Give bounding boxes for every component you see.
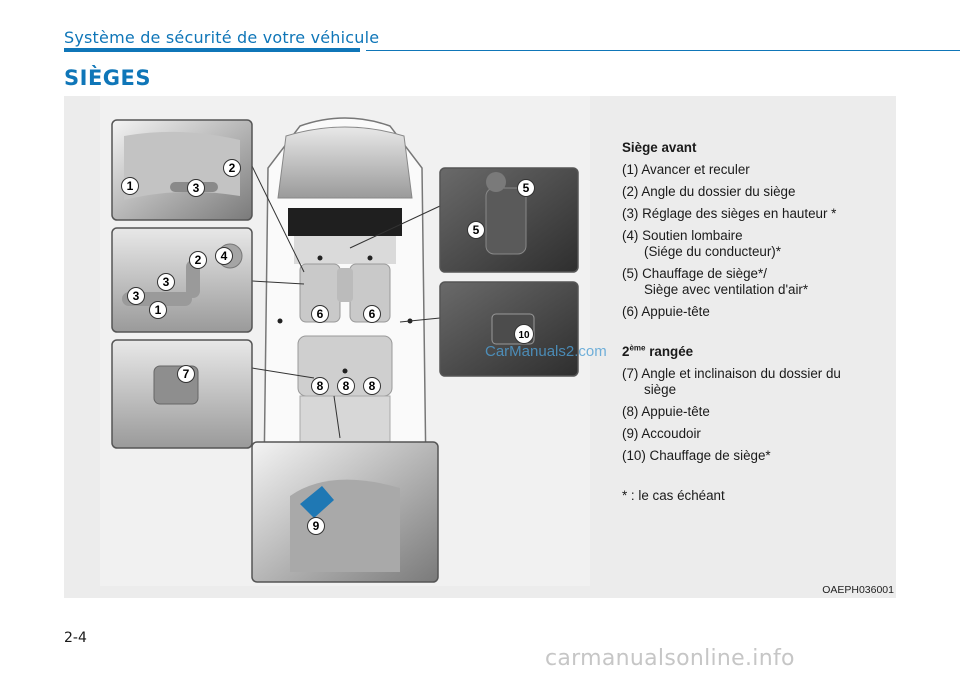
inset-rear-armrest — [251, 441, 439, 583]
callout-3: 3 — [187, 179, 205, 197]
svg-text:2: 2 — [229, 161, 236, 175]
svg-text:5: 5 — [523, 181, 530, 195]
watermark-inline: CarManuals2.com — [485, 343, 607, 360]
inset-rear-seat-control — [111, 339, 253, 449]
svg-text:8: 8 — [343, 379, 350, 393]
front-seat-heading: Siège avant — [622, 140, 697, 155]
svg-text:7: 7 — [183, 367, 190, 381]
section-rule-thin — [366, 50, 960, 51]
image-code: OAEPH036001 — [822, 584, 894, 596]
callout-8-right: 8 — [363, 377, 381, 395]
callout-1b: 1 — [149, 301, 167, 319]
caption-item-4-line2: (Siége du conducteur)* — [644, 244, 781, 259]
callout-7: 7 — [177, 365, 195, 383]
caption-item-8: (8) Appuie-tête — [622, 404, 710, 419]
caption-item-4-line1: (4) Soutien lombaire — [622, 228, 743, 243]
svg-text:5: 5 — [473, 223, 480, 237]
callout-8-center: 8 — [337, 377, 355, 395]
caption-item-10: (10) Chauffage de siège* — [622, 448, 771, 463]
caption-item-7-line2: siège — [644, 382, 677, 397]
section-rule-thick — [64, 48, 360, 52]
page-number: 2-4 — [64, 630, 87, 646]
caption-item-5-line1: (5) Chauffage de siège*/ — [622, 266, 767, 281]
caption-item-4: (4) Soutien lombaire (Siége du conducteu… — [622, 228, 892, 260]
page-title: SIÈGES — [64, 66, 151, 90]
svg-text:8: 8 — [369, 379, 376, 393]
callout-3b: 3 — [157, 273, 175, 291]
caption-item-2: (2) Angle du dossier du siège — [622, 184, 796, 199]
section-header: Système de sécurité de votre véhicule — [64, 26, 960, 52]
callout-5b: 5 — [467, 221, 485, 239]
caption-footnote: * : le cas échéant — [622, 488, 725, 503]
svg-text:3: 3 — [133, 289, 140, 303]
callout-5: 5 — [517, 179, 535, 197]
callout-2: 2 — [223, 159, 241, 177]
svg-text:6: 6 — [317, 307, 324, 321]
figure-caption: Siège avant (1) Avancer et reculer (2) A… — [622, 140, 892, 510]
callout-10: 10 — [514, 324, 534, 344]
section-title: Système de sécurité de votre véhicule — [64, 28, 380, 47]
inset-front-seat-side — [111, 119, 253, 221]
callout-3c: 3 — [127, 287, 145, 305]
callout-2b: 2 — [189, 251, 207, 269]
svg-text:10: 10 — [518, 330, 530, 341]
svg-text:4: 4 — [221, 249, 228, 263]
caption-item-1: (1) Avancer et reculer — [622, 162, 750, 177]
inset-rear-door-switch — [439, 281, 579, 377]
inset-center-console — [439, 167, 579, 273]
svg-text:8: 8 — [317, 379, 324, 393]
svg-text:9: 9 — [313, 519, 320, 533]
caption-item-5-line2: Siège avec ventilation d'air* — [644, 282, 809, 297]
svg-text:3: 3 — [193, 181, 200, 195]
caption-item-3: (3) Réglage des sièges en hauteur * — [622, 206, 837, 221]
seat-illustration: 1 2 3 4 2 3 3 1 7 5 5 10 6 6 8 8 8 9 — [111, 117, 579, 583]
inset-seat-controls — [111, 227, 253, 333]
callout-6-right: 6 — [363, 305, 381, 323]
callout-8-left: 8 — [311, 377, 329, 395]
callout-1: 1 — [121, 177, 139, 195]
caption-item-7-line1: (7) Angle et inclinaison du dossier du — [622, 366, 841, 381]
svg-text:2: 2 — [195, 253, 202, 267]
caption-item-9: (9) Accoudoir — [622, 426, 701, 441]
callout-9: 9 — [307, 517, 325, 535]
rear-row-heading: 2ème rangée — [622, 343, 694, 359]
svg-text:3: 3 — [163, 275, 170, 289]
svg-text:1: 1 — [127, 179, 134, 193]
caption-item-6: (6) Appuie-tête — [622, 304, 710, 319]
leader-lines — [251, 165, 441, 439]
svg-text:6: 6 — [369, 307, 376, 321]
caption-item-5: (5) Chauffage de siège*/ Siège avec vent… — [622, 266, 892, 298]
svg-text:1: 1 — [155, 303, 162, 317]
callout-6-left: 6 — [311, 305, 329, 323]
watermark-bottom: carmanualsonline.info — [545, 646, 795, 671]
caption-item-7: (7) Angle et inclinaison du dossier du s… — [622, 366, 892, 398]
callout-4: 4 — [215, 247, 233, 265]
